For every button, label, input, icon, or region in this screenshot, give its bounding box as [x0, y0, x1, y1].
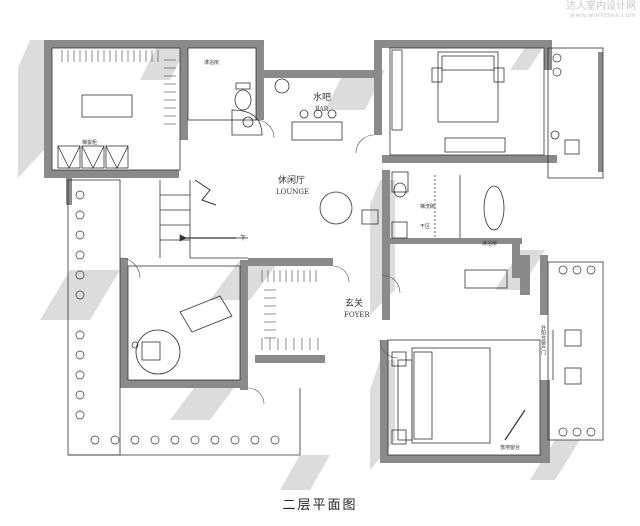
- watermark-line2: www.worldsea.com: [570, 11, 636, 19]
- label-window-seat: 落地窗台: [500, 444, 520, 451]
- watermark-line1: 达人室内设计网: [566, 1, 636, 12]
- study-furniture: [131, 295, 233, 375]
- planter-plants: [75, 53, 596, 445]
- bathroom-center: [391, 171, 508, 289]
- bathroom-top-left: [187, 47, 290, 136]
- label-shower-right: 淋浴房: [482, 240, 497, 247]
- lounge-table: [319, 191, 379, 225]
- bedroom-bottom-right: [391, 329, 582, 445]
- bedroom-top-right: [391, 49, 580, 155]
- label-basin-right: 梯洗碗: [420, 203, 435, 210]
- label-foyer-en: FOYER: [344, 311, 370, 319]
- room-outlines: [51, 47, 604, 456]
- door-swings: [119, 119, 401, 405]
- label-lounge-en: LOUNGE: [276, 188, 309, 196]
- staircase: [160, 179, 248, 242]
- label-shower-top-left: 淋浴房: [204, 59, 219, 66]
- label-bar-en: BAR: [315, 106, 329, 113]
- wardrobe-hangers-top: [61, 50, 176, 125]
- room-labels: 淋浴房 水吧 BAR 休闲厅 LOUNGE 下 玄关 FOYER 梯拔柜 梯洗碗…: [82, 59, 546, 451]
- label-cabinet-left: 梯拔柜: [82, 139, 97, 146]
- watermark: 达人室内设计网 www.worldsea.com: [566, 1, 636, 19]
- plan-caption: 二层平面图: [282, 498, 358, 513]
- label-balcony-note: 外阳台窗户门: [540, 324, 546, 356]
- bar-counter: [291, 109, 343, 141]
- label-bar-cn: 水吧: [313, 91, 331, 103]
- walk-in-closet: [261, 270, 319, 350]
- label-stairs-down: 下: [240, 235, 246, 242]
- label-dry-area: 干区: [420, 224, 430, 230]
- dressing-island: [57, 94, 133, 169]
- label-foyer-cn: 玄关: [345, 297, 363, 309]
- label-lounge-cn: 休闲厅: [278, 174, 305, 186]
- walls: [44, 40, 603, 463]
